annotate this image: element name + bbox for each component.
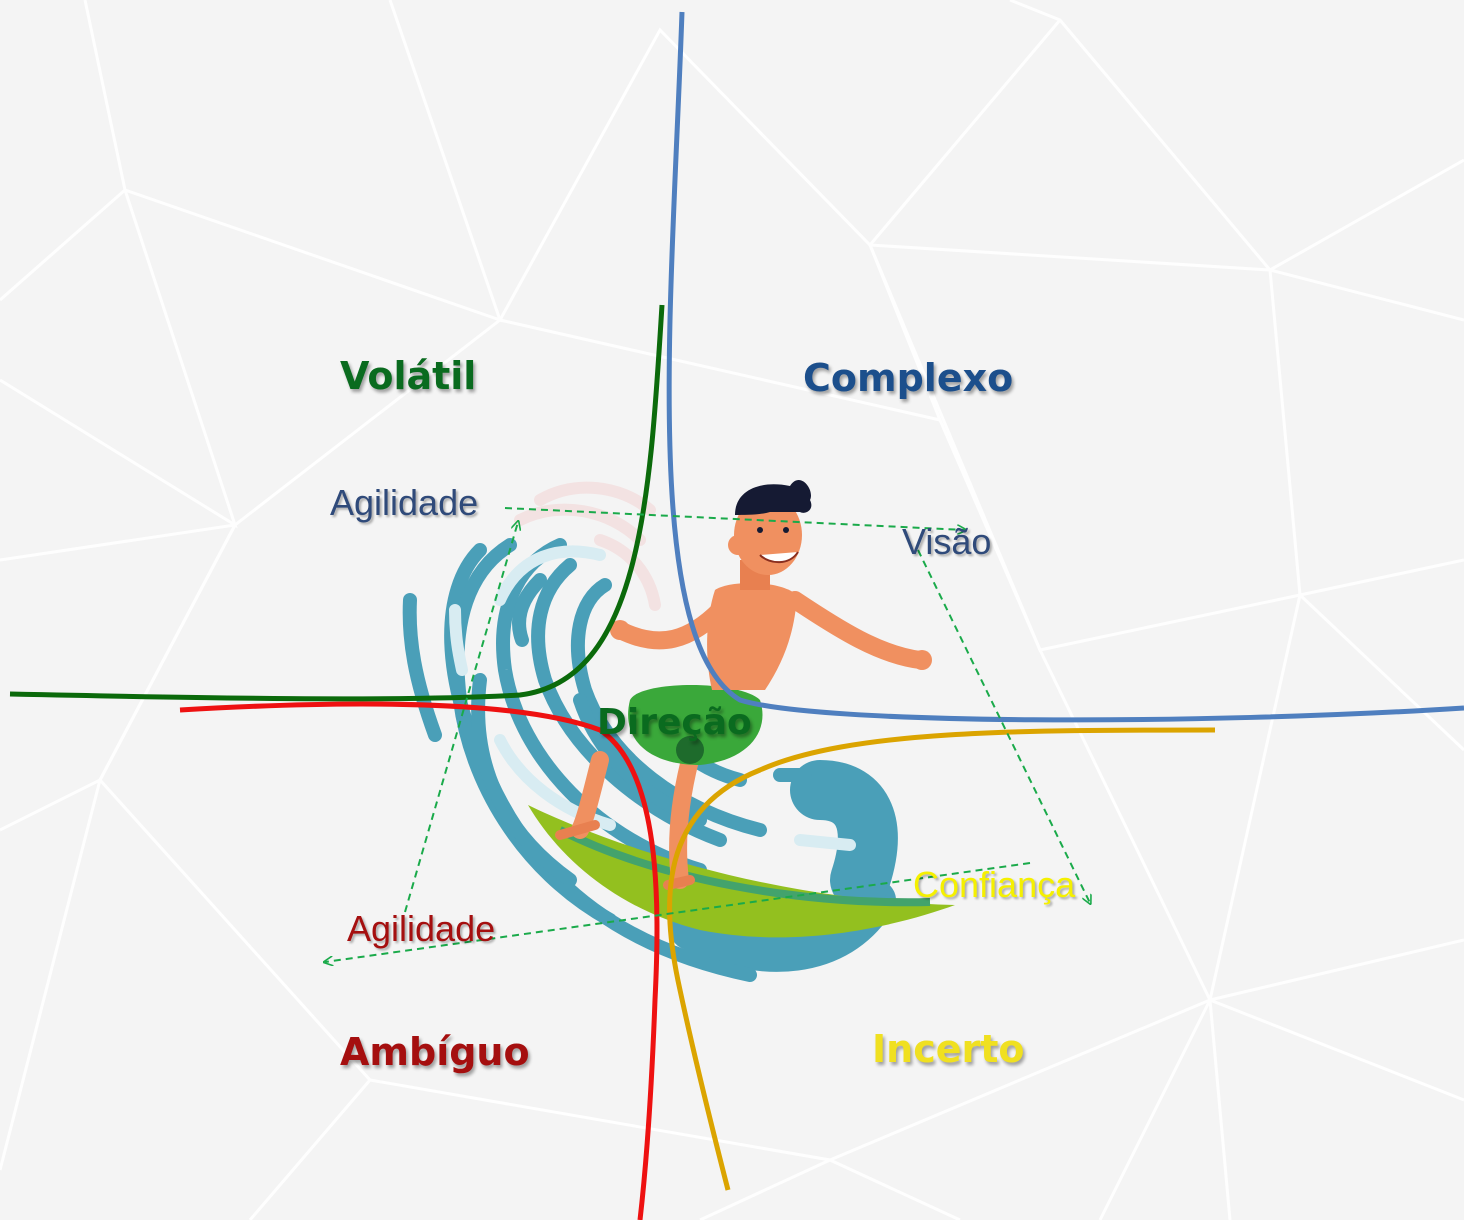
quadrant-label-complexo: Complexo (803, 356, 1014, 400)
curve-red-ambiguo (179, 701, 660, 1220)
arrow-confianca-to-agilidade (325, 862, 1031, 962)
arrow-visao-to-confianca (917, 549, 1090, 903)
curve-blue-complexo (666, 11, 1464, 723)
curve-orange-incerto (667, 727, 1216, 1191)
quadrant-label-ambiguo: Ambíguo (340, 1030, 530, 1074)
quadrant-label-incerto: Incerto (872, 1027, 1025, 1071)
surfer-wave-illustration (402, 480, 955, 982)
curve-green-volatil (9, 304, 665, 702)
response-label-agilidade-bottom: Agilidade (347, 908, 496, 949)
quadrant-label-volatil: Volátil (340, 354, 477, 398)
response-label-visao: Visão (902, 521, 992, 562)
dashed-arrows (325, 507, 1090, 962)
center-label-direcao: Direção (597, 702, 752, 743)
surfboard-icon (528, 805, 955, 938)
curves (9, 11, 1464, 1220)
response-label-confianca: Confiança (913, 864, 1076, 905)
response-label-agilidade-top: Agilidade (330, 482, 479, 523)
arrow-agilidade-to-visao (504, 507, 965, 530)
surfer-icon (555, 480, 932, 890)
arrow-agilidade-to-agilidade (404, 522, 518, 913)
